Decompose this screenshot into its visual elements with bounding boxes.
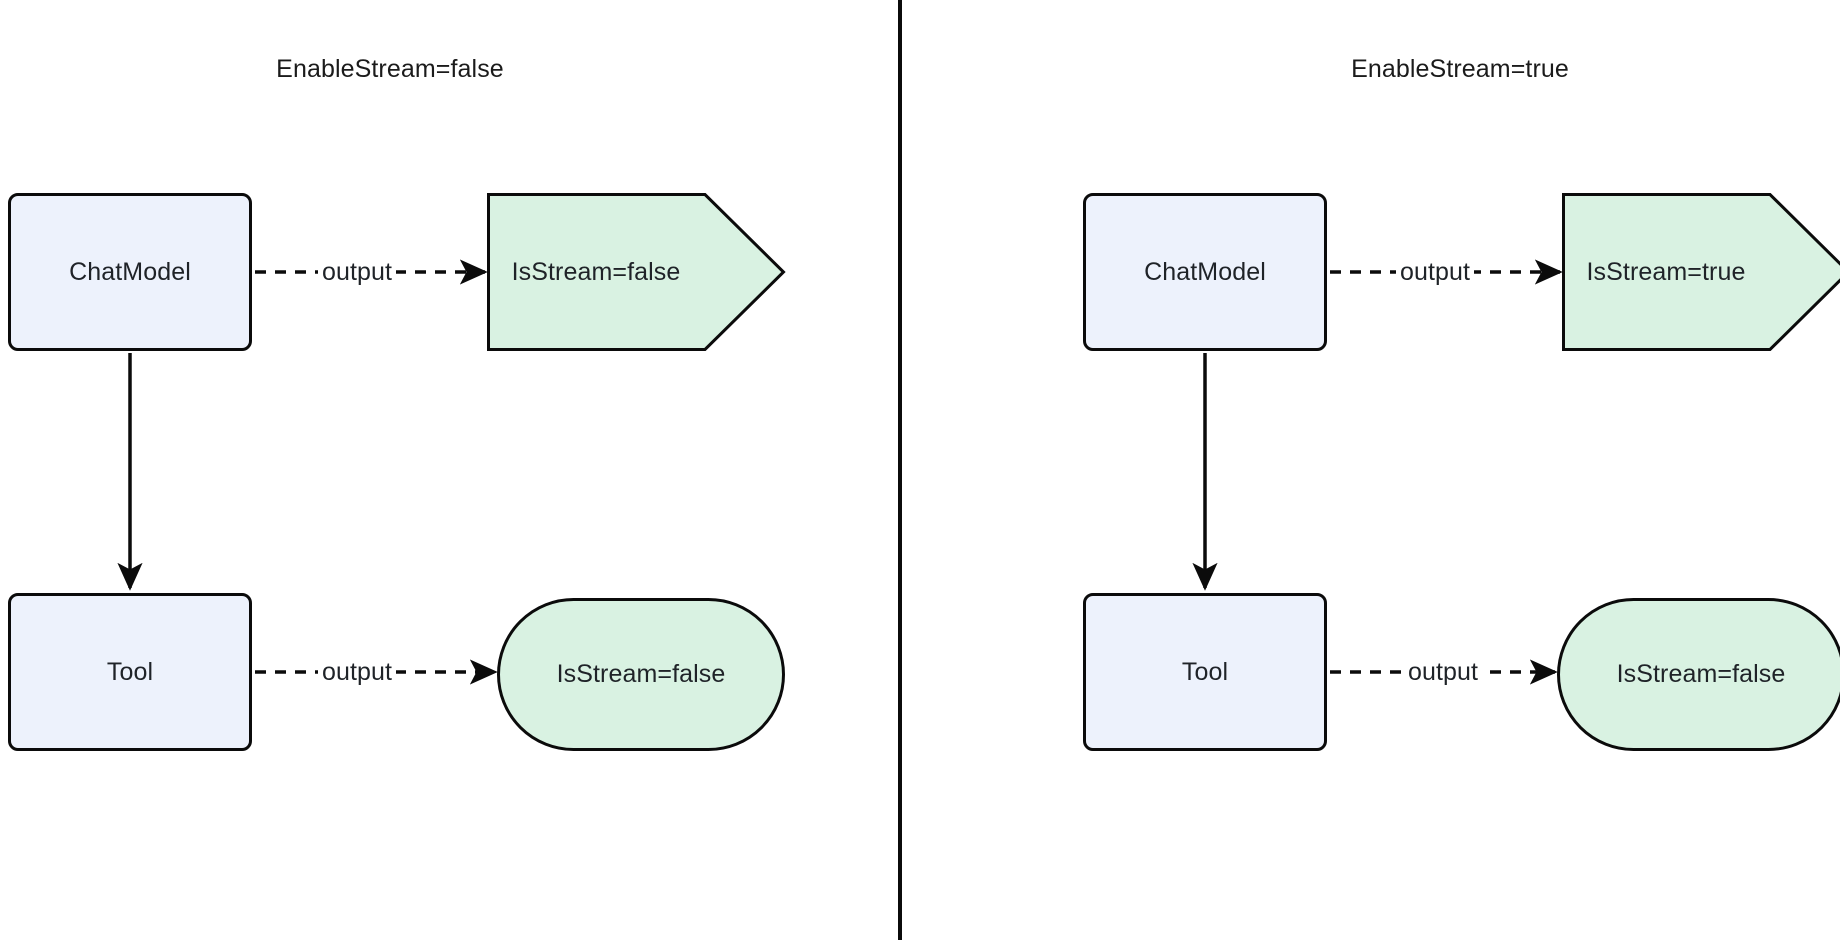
pentagon-shape [1562,193,1840,351]
panel-divider [898,0,902,940]
edge-label-chatmodel-output-right: output [1396,258,1475,287]
edge-label-chatmodel-output-left: output [318,258,397,287]
edge-label-tool-output-right: output [1404,658,1483,687]
node-label: IsStream=false [511,257,681,286]
node-result-tool-left[interactable]: IsStream=false [497,598,785,751]
node-label-wrap: IsStream=false [487,193,705,351]
node-label: Tool [1181,657,1229,686]
node-chatmodel-right[interactable]: ChatModel [1083,193,1327,351]
node-label: ChatModel [69,257,191,286]
panel-title-right: EnableStream=true [1351,55,1569,83]
node-result-chatmodel-right[interactable]: IsStream=true [1562,193,1840,351]
node-label: IsStream=true [1586,257,1746,286]
node-label: Tool [106,657,154,686]
panel-title-left: EnableStream=false [276,55,504,83]
node-label-wrap: IsStream=true [1562,193,1770,351]
node-label: ChatModel [1144,257,1266,286]
pentagon-shape [487,193,786,351]
node-label: IsStream=false [556,660,726,688]
node-result-tool-right[interactable]: IsStream=false [1557,598,1840,751]
node-result-chatmodel-left[interactable]: IsStream=false [487,193,786,351]
edge-label-tool-output-left: output [318,658,397,687]
node-label: IsStream=false [1616,660,1786,688]
node-tool-right[interactable]: Tool [1083,593,1327,751]
node-chatmodel-left[interactable]: ChatModel [8,193,252,351]
node-tool-left[interactable]: Tool [8,593,252,751]
